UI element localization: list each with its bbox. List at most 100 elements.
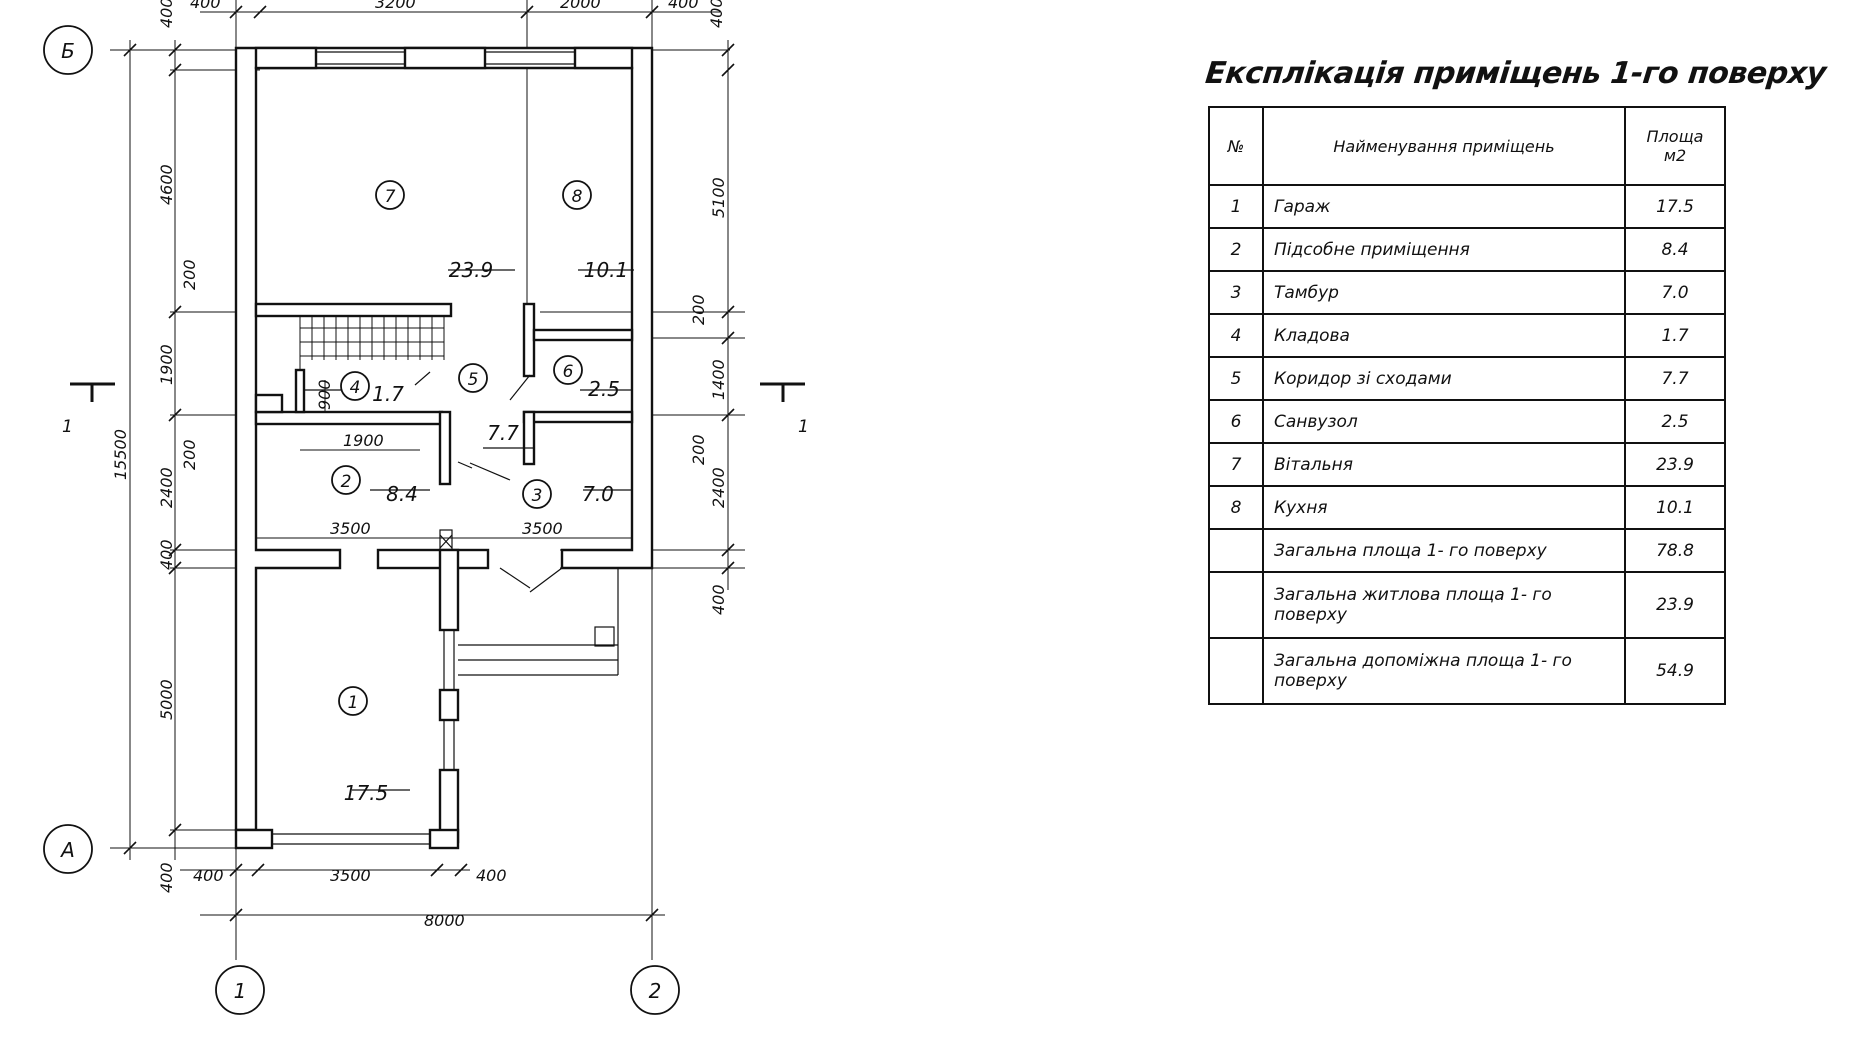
total-area: 54.9 xyxy=(1624,637,1726,705)
row-num: 8 xyxy=(1208,485,1264,530)
row-name: Кладова xyxy=(1262,313,1626,358)
room-area-2: 8.4 xyxy=(386,482,418,506)
dim-inner-3500-left: 3500 xyxy=(330,519,371,538)
dim-right-4: 2400 xyxy=(709,467,728,508)
row-num: 2 xyxy=(1208,227,1264,272)
room-number-3: 3 xyxy=(532,486,543,506)
row-area: 23.9 xyxy=(1624,442,1726,487)
row-name: Гараж xyxy=(1262,184,1626,229)
row-num: 4 xyxy=(1208,313,1264,358)
room-area-1: 17.5 xyxy=(344,781,389,805)
room-number-8: 8 xyxy=(572,187,583,207)
row-name: Вітальня xyxy=(1262,442,1626,487)
dim-top-left-v: 400 xyxy=(157,0,176,28)
total-row: Загальна площа 1- го поверху 78.8 xyxy=(1208,528,1726,573)
dim-inner-3500-right: 3500 xyxy=(522,519,563,538)
dim-bottom-1: 3500 xyxy=(330,866,371,885)
table-header-row: № Найменування приміщень Площа м2 xyxy=(1208,106,1726,186)
dim-top-right-v: 400 xyxy=(707,0,726,28)
table-row: 1 Гараж 17.5 xyxy=(1208,184,1726,229)
table-row: 2 Підсобне приміщення 8.4 xyxy=(1208,227,1726,272)
row-name: Підсобне приміщення xyxy=(1262,227,1626,272)
room-number-7: 7 xyxy=(385,187,396,207)
axis-label-b: Б xyxy=(61,39,75,63)
row-num: 1 xyxy=(1208,184,1264,229)
dim-top-0: 400 xyxy=(190,0,221,12)
room-area-6: 2.5 xyxy=(588,377,620,401)
dim-left-0: 4600 xyxy=(157,164,176,205)
table-row: 3 Тамбур 7.0 xyxy=(1208,270,1726,315)
row-area: 8.4 xyxy=(1624,227,1726,272)
table-row: 5 Коридор зі сходами 7.7 xyxy=(1208,356,1726,401)
row-num: 5 xyxy=(1208,356,1264,401)
section-marks: 1 1 xyxy=(62,382,809,437)
axis-label-a: А xyxy=(59,838,75,862)
row-num: 7 xyxy=(1208,442,1264,487)
row-num-empty xyxy=(1208,637,1264,705)
total-name: Загальна площа 1- го поверху xyxy=(1262,528,1626,573)
row-area: 1.7 xyxy=(1624,313,1726,358)
dimension-texts: 400 3 200 2000 400 400 400 15500 4600 200… xyxy=(111,0,728,930)
dim-left-3: 200 xyxy=(180,439,199,470)
dim-right-2: 1400 xyxy=(709,359,728,400)
dim-left-6: 5000 xyxy=(157,679,176,720)
row-num: 3 xyxy=(1208,270,1264,315)
dim-inner-1900: 1900 xyxy=(343,431,384,450)
dim-inner-900: 900 xyxy=(315,379,334,410)
explication-title: Експлікація приміщень 1-го поверху xyxy=(1203,56,1828,91)
plan-details xyxy=(272,51,634,845)
header-num: № xyxy=(1208,106,1264,186)
room-area-8: 10.1 xyxy=(584,258,629,282)
dim-bottom-2: 400 xyxy=(476,866,507,885)
row-num-empty xyxy=(1208,571,1264,639)
total-row: Загальна житлова площа 1- го поверху 23.… xyxy=(1208,571,1726,639)
section-label-right: 1 xyxy=(798,417,809,437)
dim-left-5: 400 xyxy=(157,539,176,570)
row-name: Санвузол xyxy=(1262,399,1626,444)
dim-bottom-0: 400 xyxy=(193,866,224,885)
axis-label-1: 1 xyxy=(234,979,247,1003)
row-name: Коридор зі сходами xyxy=(1262,356,1626,401)
row-area: 7.0 xyxy=(1624,270,1726,315)
table-row: 8 Кухня 10.1 xyxy=(1208,485,1726,530)
axis-bubbles: Б А 1 2 xyxy=(43,25,680,1015)
row-area: 17.5 xyxy=(1624,184,1726,229)
total-area: 23.9 xyxy=(1624,571,1726,639)
row-area: 10.1 xyxy=(1624,485,1726,530)
room-area-4: 1.7 xyxy=(372,382,404,406)
row-area: 7.7 xyxy=(1624,356,1726,401)
total-area: 78.8 xyxy=(1624,528,1726,573)
dim-bottom-total: 8000 xyxy=(424,911,465,930)
table-row: 4 Кладова 1.7 xyxy=(1208,313,1726,358)
row-name: Кухня xyxy=(1262,485,1626,530)
total-name: Загальна житлова площа 1- го поверху xyxy=(1262,571,1626,639)
table-row: 6 Санвузол 2.5 xyxy=(1208,399,1726,444)
dimension-lines xyxy=(123,5,735,922)
room-area-7: 23.9 xyxy=(449,258,494,282)
room-number-2: 2 xyxy=(341,472,352,492)
row-area: 2.5 xyxy=(1624,399,1726,444)
walls xyxy=(234,46,654,850)
dim-top-3: 400 xyxy=(668,0,699,12)
room-area-5: 7.7 xyxy=(487,421,519,445)
header-name: Найменування приміщень xyxy=(1262,106,1626,186)
dim-left-2: 1900 xyxy=(157,344,176,385)
row-num: 6 xyxy=(1208,399,1264,444)
room-markers: 1 17.5 2 8.4 3 7.0 4 1.7 5 7.7 6 2.5 7 2… xyxy=(331,180,629,805)
header-area: Площа м2 xyxy=(1624,106,1726,186)
dim-left-1: 200 xyxy=(180,259,199,290)
dim-left-outer: 15500 xyxy=(111,429,130,480)
dim-right-1: 200 xyxy=(689,294,708,325)
dim-left-7: 400 xyxy=(157,862,176,893)
dim-right-5: 400 xyxy=(709,584,728,615)
explication-table: № Найменування приміщень Площа м2 1 Гара… xyxy=(1208,106,1726,705)
dim-top-2: 2000 xyxy=(560,0,601,12)
row-name: Тамбур xyxy=(1262,270,1626,315)
total-name: Загальна допоміжна площа 1- го поверху xyxy=(1262,637,1626,705)
dim-right-0: 5100 xyxy=(709,177,728,218)
dim-left-4: 2400 xyxy=(157,467,176,508)
room-area-3: 7.0 xyxy=(582,482,614,506)
room-number-4: 4 xyxy=(350,378,361,398)
axis-label-2: 2 xyxy=(649,979,662,1003)
